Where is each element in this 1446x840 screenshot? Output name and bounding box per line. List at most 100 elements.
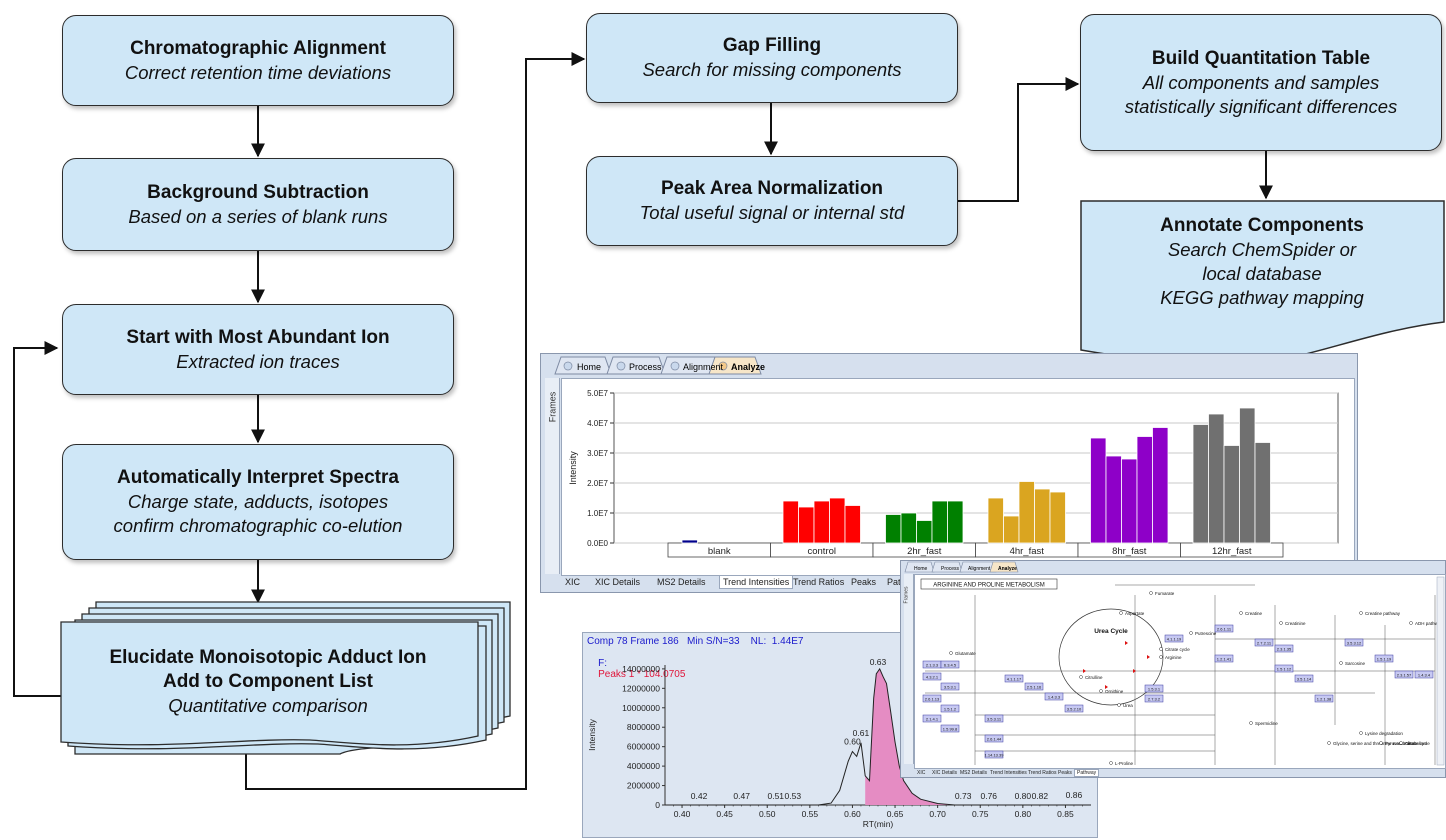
peak-label: 0.61 xyxy=(853,728,870,738)
bar xyxy=(798,506,815,544)
ec-label: 1.5.1.2 xyxy=(944,707,957,712)
bar xyxy=(1121,458,1138,544)
tab-ms2-details[interactable]: MS2 Details xyxy=(657,577,706,587)
tab-trend-ratios[interactable]: Trend Ratios xyxy=(793,577,845,587)
step-title: Gap Filling xyxy=(722,35,822,56)
arrow-normalize-to-quant xyxy=(958,77,1080,202)
compound-label: ADH pathway xyxy=(1415,621,1443,626)
step-gap-filling: Gap Filling Search for missing component… xyxy=(586,13,958,103)
step-title: Build Quantitation Table xyxy=(1151,47,1371,69)
tab-ms2-details[interactable]: MS2 Details xyxy=(960,770,987,776)
ec-box xyxy=(922,714,942,723)
peak-label: 0.42 xyxy=(691,791,708,801)
peak-label: 0.82 xyxy=(1032,791,1049,801)
compound-label: L-Proline xyxy=(1115,761,1134,766)
frames-sidebar[interactable]: Frames xyxy=(903,574,914,764)
bar xyxy=(885,514,902,544)
ec-box xyxy=(940,704,960,713)
bar xyxy=(1105,455,1122,544)
tab-trend-intensities[interactable]: Trend Intensities xyxy=(719,575,794,589)
ec-label: 4.1.1.17 xyxy=(1007,677,1022,682)
tab-trend-ratios[interactable]: Trend Ratios xyxy=(1028,770,1057,776)
ec-label: 2.3.1.35 xyxy=(1277,647,1292,652)
x-tick-label: control xyxy=(807,546,836,557)
step-subtitle-2: confirm chromatographic co-elution xyxy=(113,515,403,536)
y-tick-label: 4.0E7 xyxy=(587,419,608,428)
x-tick-label: 0.65 xyxy=(887,809,904,819)
compound-node xyxy=(1119,611,1123,615)
ec-label: 4.3.2.1 xyxy=(926,675,939,680)
peak-label: 0.63 xyxy=(870,659,887,667)
tab-alignment-label: Alignment xyxy=(968,566,991,572)
x-tick-label: 0.75 xyxy=(972,809,989,819)
compound-label: Creatine pathway xyxy=(1365,611,1401,616)
peak-label: 0.76 xyxy=(980,791,997,801)
tab-peaks[interactable]: Peaks xyxy=(1058,770,1072,776)
ec-box xyxy=(1314,694,1334,703)
bar xyxy=(916,520,933,544)
tab-pathway[interactable]: Pathway xyxy=(1074,769,1100,777)
ec-label: 2.7.3.2 xyxy=(1148,697,1161,702)
compound-label: Fumarate xyxy=(1155,591,1175,596)
bar xyxy=(681,539,698,544)
bar xyxy=(1049,491,1066,544)
tab-xic-details[interactable]: XIC Details xyxy=(595,577,641,587)
ec-label: 2.6.1.44 xyxy=(987,737,1002,742)
ec-box xyxy=(1344,638,1364,647)
bar xyxy=(1018,481,1035,544)
tab-xic[interactable]: XIC xyxy=(565,577,581,587)
tab-trend-intensities[interactable]: Trend Intensities xyxy=(990,770,1027,776)
ec-label: 3.5.3.1 xyxy=(944,685,957,690)
compound-node xyxy=(1379,741,1383,745)
ec-label: 2.6.1.13 xyxy=(925,697,940,702)
ec-box xyxy=(1004,674,1024,683)
compound-node xyxy=(1327,741,1331,745)
compound-label: Citrulline xyxy=(1085,675,1103,680)
compound-node xyxy=(1159,647,1163,651)
step-elucidate-stack xyxy=(60,601,511,755)
tab-analyze[interactable] xyxy=(989,561,1019,573)
ec-box xyxy=(984,734,1004,743)
ec-box xyxy=(1394,670,1414,679)
compound-node xyxy=(1149,591,1153,595)
y-tick-label: 4000000 xyxy=(627,761,660,771)
tab-xic[interactable]: XIC xyxy=(917,770,926,776)
x-tick-label: 0.80 xyxy=(1015,809,1032,819)
compound-node xyxy=(1249,721,1253,725)
chromatogram-header-1: Comp 78 Frame 186 Min S/N=33 NL: 1.44E7 xyxy=(587,636,804,647)
compound-node xyxy=(1099,689,1103,693)
compound-label: Ornithine xyxy=(1105,689,1124,694)
frames-sidebar[interactable]: Frames xyxy=(545,378,560,574)
compound-label: Arginine xyxy=(1165,655,1182,660)
ec-box xyxy=(1024,682,1044,691)
step-interpret-spectra: Automatically Interpret Spectra Charge s… xyxy=(62,444,454,560)
step-title: Annotate Components xyxy=(1160,215,1364,236)
tab-home[interactable] xyxy=(904,561,935,573)
step-start-most-abundant-ion: Start with Most Abundant Ion Extracted i… xyxy=(62,304,454,395)
tab-alignment-label: Alignment xyxy=(683,362,724,372)
tab-xic-details[interactable]: XIC Details xyxy=(932,770,958,776)
step-subtitle-1: Search ChemSpider or xyxy=(1167,239,1357,260)
ec-label: 2.3.1.57 xyxy=(1397,673,1412,678)
bar xyxy=(1136,436,1153,544)
ec-label: 1.4.3.4 xyxy=(1418,673,1431,678)
compound-label: Sarcosine xyxy=(1345,661,1366,666)
ec-label: 3.5.2.10 xyxy=(1067,707,1082,712)
ec-label: 3.5.3.11 xyxy=(987,717,1002,722)
ec-box xyxy=(1044,692,1064,701)
tab-process[interactable] xyxy=(931,561,963,573)
ec-box xyxy=(1164,634,1184,643)
ec-label: 2.1.4.1 xyxy=(926,717,939,722)
tab-home-label: Home xyxy=(914,566,928,572)
step-title: Automatically Interpret Spectra xyxy=(117,467,399,488)
tab-peaks[interactable]: Peaks xyxy=(851,577,877,587)
chromatogram-chart: 0200000040000006000000800000010000000120… xyxy=(587,659,1091,829)
ec-box xyxy=(1274,664,1294,673)
step-subtitle-2: local database xyxy=(1202,263,1322,284)
y-axis-label: Intensity xyxy=(587,718,597,750)
compound-node xyxy=(1359,611,1363,615)
peak-label: 0.47 xyxy=(733,791,750,801)
compound-node xyxy=(1109,761,1113,765)
